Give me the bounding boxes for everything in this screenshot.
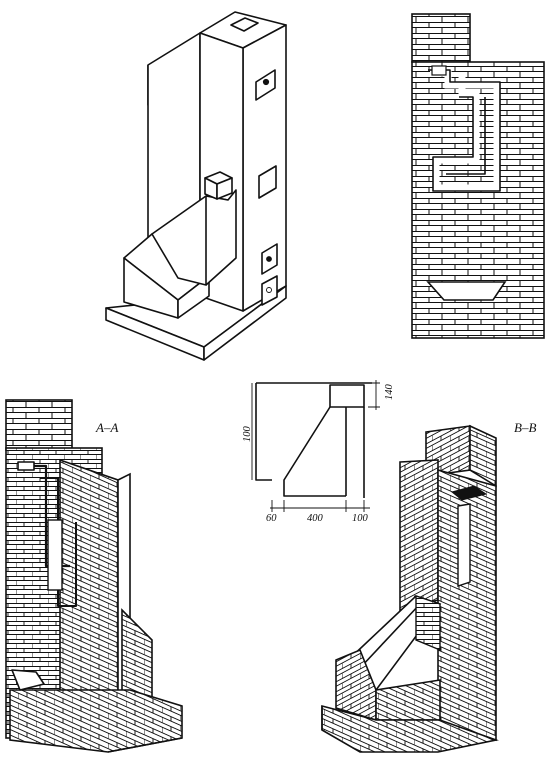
section-a-a-label: A–A xyxy=(95,420,118,435)
dimension-right: 100 xyxy=(352,513,369,524)
brick-elevation-section xyxy=(411,13,545,339)
dimension-middle: 400 xyxy=(307,513,324,524)
section-a-a-bricks xyxy=(5,399,183,753)
dimension-left: 60 xyxy=(266,513,277,524)
dimension-top: 140 xyxy=(384,384,395,401)
dimension-height: 100 xyxy=(242,426,253,443)
section-b-b-bricks xyxy=(321,424,499,753)
hood-dimension-drawing xyxy=(251,380,380,512)
stove-isometric-outline xyxy=(105,11,287,361)
section-b-b-label: B–B xyxy=(514,420,536,435)
